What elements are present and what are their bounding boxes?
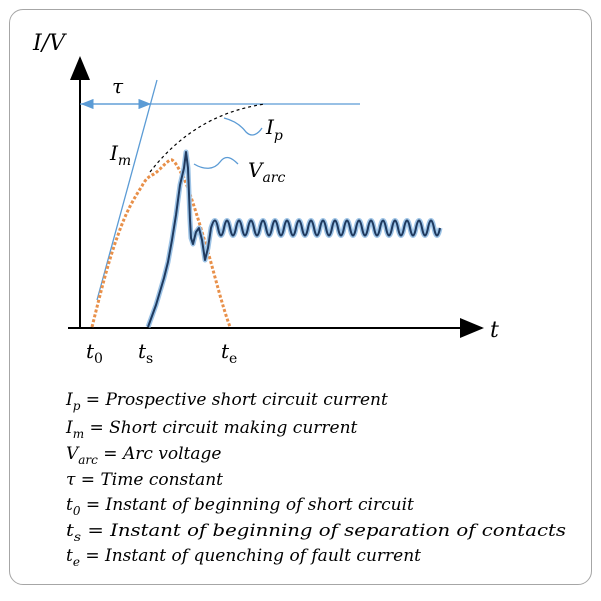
legend-row: Im = Short circuit making current xyxy=(65,418,358,441)
y-axis-label: I/V xyxy=(32,31,67,56)
varc-label: Varc xyxy=(248,158,285,186)
legend-row: Varc = Arc voltage xyxy=(66,444,221,467)
legend-row: te = Instant of quenching of fault curre… xyxy=(66,546,421,569)
varc-callout-line xyxy=(193,156,239,169)
arc-voltage-curve xyxy=(145,149,443,328)
prospective-current-curve xyxy=(149,103,266,173)
ip-callout-line xyxy=(223,117,263,136)
legend-row: τ = Time constant xyxy=(66,470,223,490)
im-label: Im xyxy=(109,141,131,169)
ts-label: ts xyxy=(138,339,153,367)
tau-label: τ xyxy=(112,74,124,98)
tangent-line xyxy=(96,79,158,301)
legend-row: Ip = Prospective short circuit current xyxy=(65,390,388,413)
legend: Ip = Prospective short circuit current I… xyxy=(65,390,566,569)
te-label: te xyxy=(221,339,237,367)
ip-label: Ip xyxy=(265,115,283,144)
t0-label: t0 xyxy=(86,339,103,367)
legend-row: ts = Instant of beginning of separation … xyxy=(66,521,566,544)
x-axis-label: t xyxy=(490,318,499,343)
legend-row: t0 = Instant of beginning of short circu… xyxy=(66,495,414,518)
